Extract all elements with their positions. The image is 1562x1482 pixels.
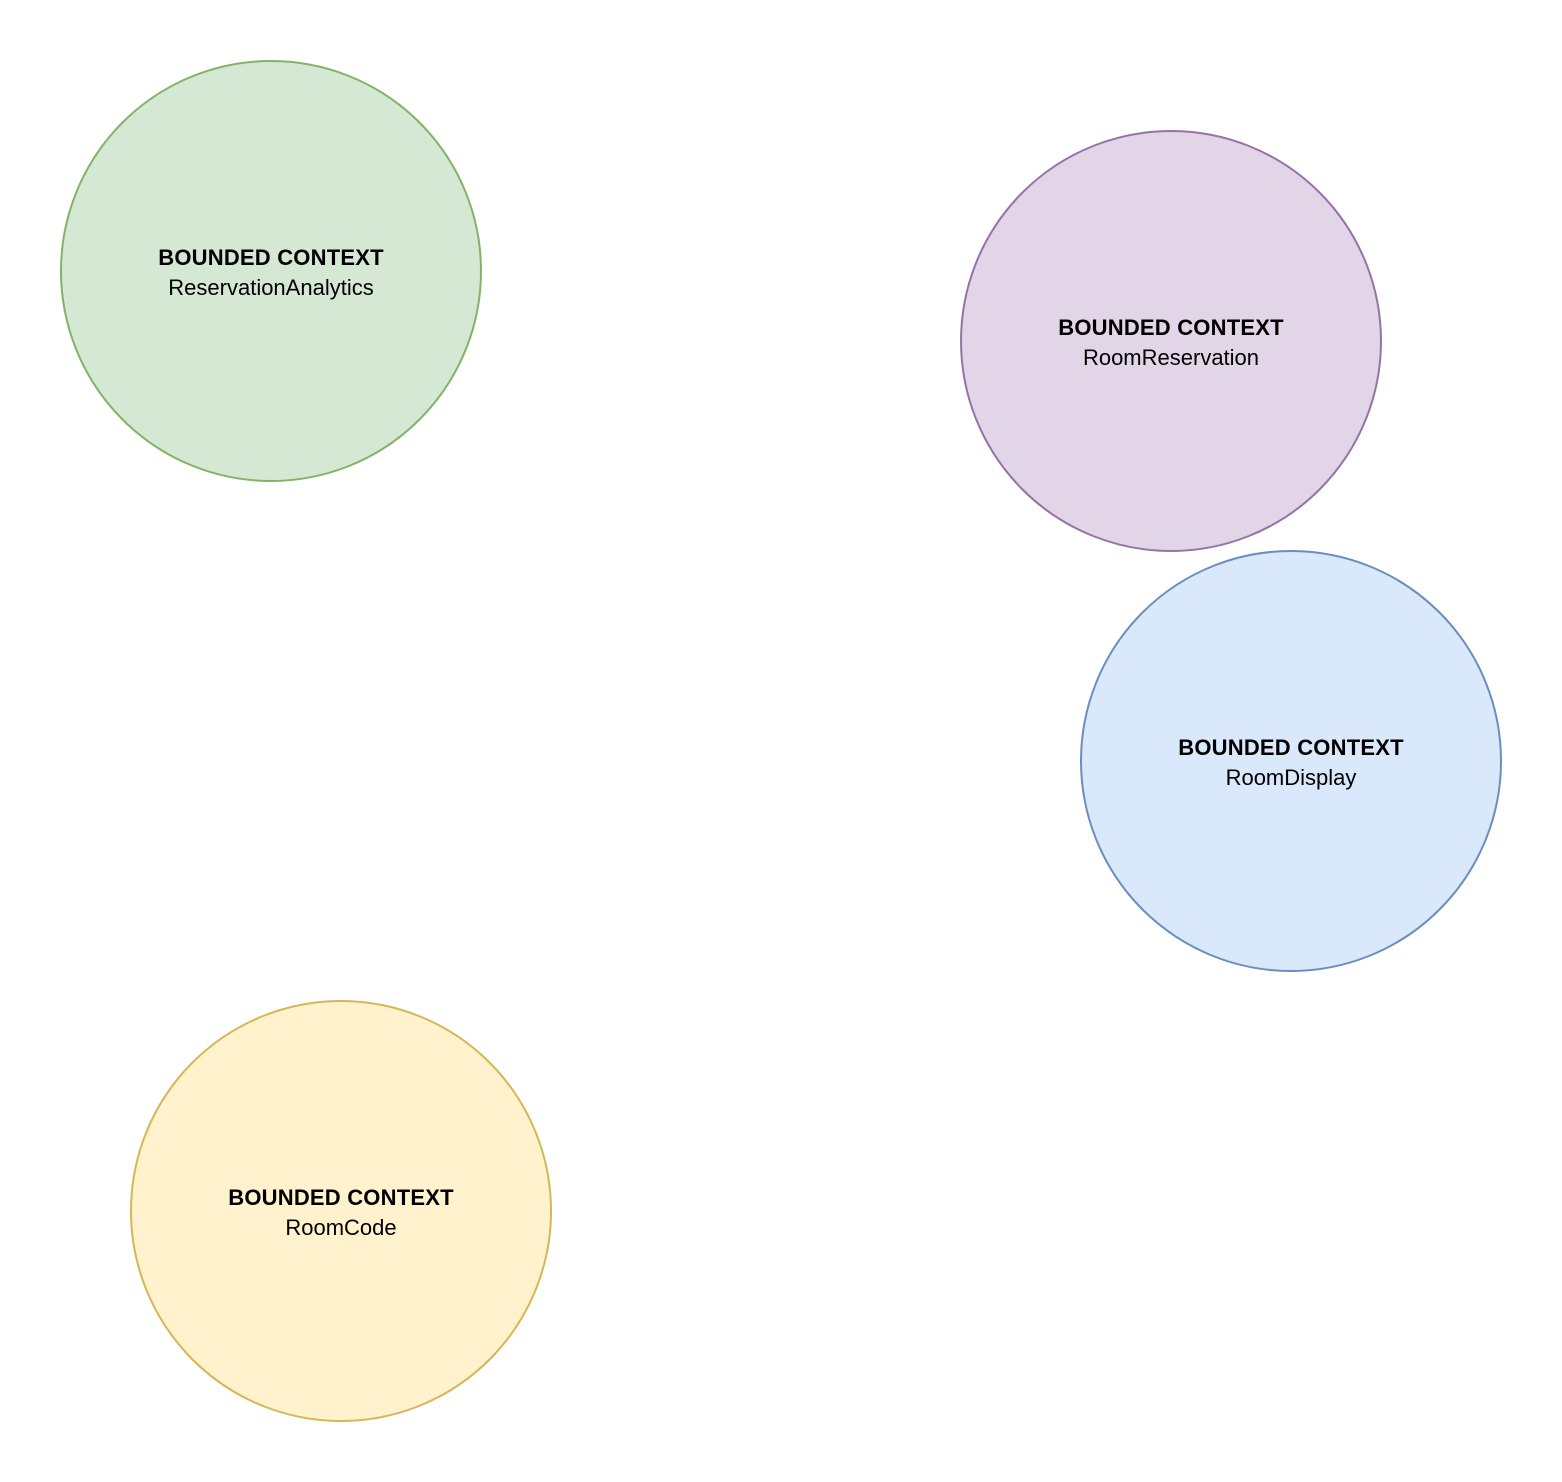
bounded-context-room-code[interactable]: BOUNDED CONTEXT RoomCode <box>130 1000 552 1422</box>
bounded-context-room-display[interactable]: BOUNDED CONTEXT RoomDisplay <box>1080 550 1502 972</box>
context-name-label: RoomDisplay <box>1225 765 1357 790</box>
context-name-label: RoomCode <box>285 1215 397 1240</box>
context-kind-label: BOUNDED CONTEXT <box>1178 735 1404 760</box>
context-label-group: BOUNDED CONTEXT RoomCode <box>132 1183 550 1243</box>
bounded-context-reservation-analytics[interactable]: BOUNDED CONTEXT ReservationAnalytics <box>60 60 482 482</box>
context-name-label: ReservationAnalytics <box>168 275 374 300</box>
context-name-label: RoomReservation <box>1082 345 1260 370</box>
bounded-context-room-reservation[interactable]: BOUNDED CONTEXT RoomReservation <box>960 130 1382 552</box>
context-kind-label: BOUNDED CONTEXT <box>158 245 384 270</box>
context-label-group: BOUNDED CONTEXT RoomReservation <box>962 313 1380 373</box>
context-kind-label: BOUNDED CONTEXT <box>1058 315 1284 340</box>
context-label-group: BOUNDED CONTEXT RoomDisplay <box>1082 733 1500 793</box>
context-label-group: BOUNDED CONTEXT ReservationAnalytics <box>62 243 480 303</box>
context-kind-label: BOUNDED CONTEXT <box>228 1185 454 1210</box>
